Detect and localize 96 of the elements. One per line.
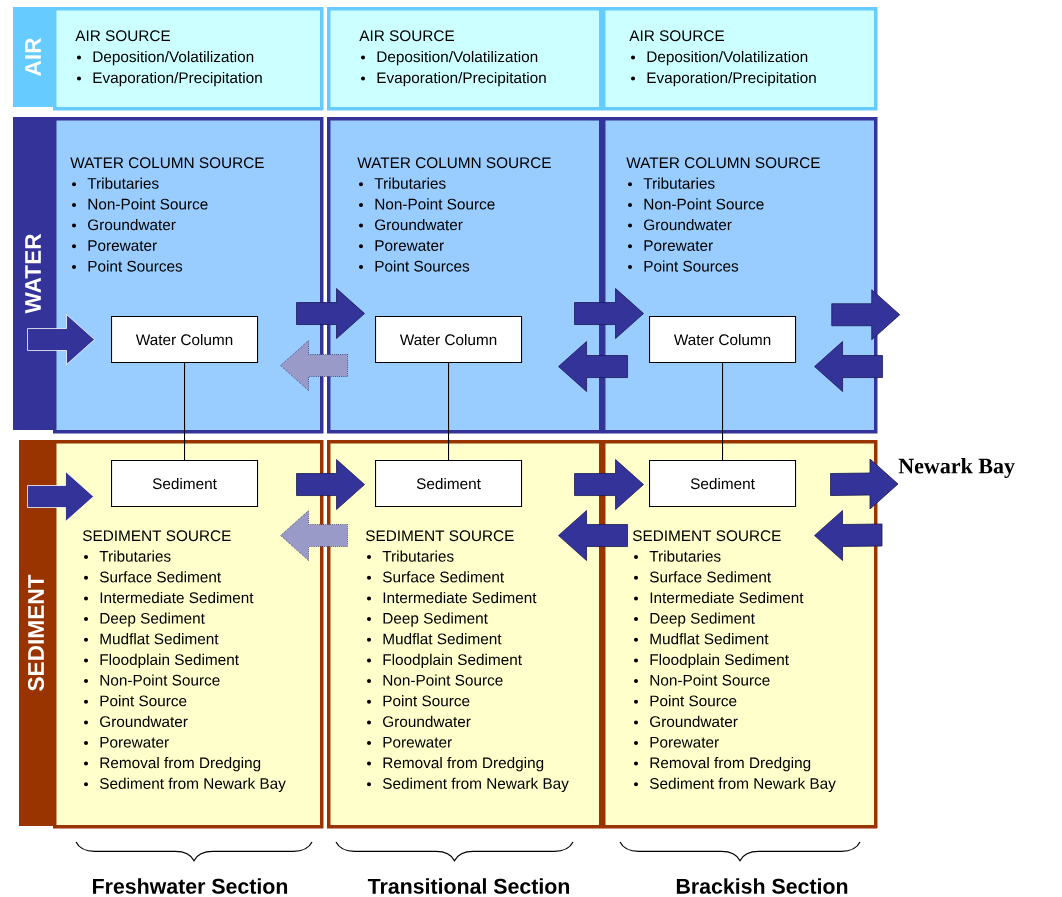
section-label: Transitional Section — [367, 878, 570, 894]
list-item: Tributaries — [367, 550, 454, 562]
block-arrow — [814, 341, 883, 392]
list-item: Groundwater — [72, 219, 176, 231]
list-item: Deep Sediment — [367, 612, 488, 627]
list-item: Intermediate Sediment — [634, 591, 804, 604]
section-label: Freshwater Section — [93, 878, 288, 894]
list-item: Porewater — [72, 240, 157, 251]
block-arrow — [574, 288, 644, 339]
list-item: Point Source — [634, 695, 737, 707]
list-item: Removal from Dredging — [367, 757, 544, 772]
list-item: Groundwater — [628, 219, 732, 231]
panel-heading: WATER COLUMN SOURCE — [70, 157, 264, 169]
block-arrow — [280, 340, 348, 391]
section-label: Brackish Section — [676, 878, 848, 894]
place-label: Newark Bay — [898, 458, 1015, 478]
list-item: Tributaries — [359, 177, 446, 189]
list-item: Surface Sediment — [84, 571, 221, 583]
list-item: Point Source — [84, 695, 187, 707]
process-box: Sediment — [649, 460, 797, 508]
list-item: Non-Point Source — [628, 198, 764, 210]
list-item: Point Source — [367, 695, 470, 707]
panel-heading: WATER COLUMN SOURCE — [357, 157, 551, 169]
list-item: Groundwater — [84, 715, 188, 728]
process-box: Water Column — [649, 316, 797, 364]
panel-heading: SEDIMENT SOURCE — [632, 530, 781, 542]
list-item: Groundwater — [367, 715, 471, 728]
list-item: Point Sources — [628, 260, 739, 272]
list-item: Point Sources — [72, 260, 183, 272]
list-item: Non-Point Source — [84, 674, 220, 686]
process-box: Sediment — [111, 460, 259, 508]
list-item: Porewater — [634, 736, 719, 748]
list-item: Sediment from Newark Bay — [367, 777, 569, 792]
process-box: Water Column — [111, 316, 259, 364]
list-item: Sediment from Newark Bay — [634, 777, 836, 792]
list-item: Deposition/Volatilization — [361, 50, 538, 66]
list-item: Surface Sediment — [367, 571, 504, 583]
panel-heading: SEDIMENT SOURCE — [365, 530, 514, 542]
panel-heading: WATER COLUMN SOURCE — [626, 157, 820, 169]
band-label: SEDIMENT — [19, 440, 53, 826]
list-item: Tributaries — [634, 550, 721, 562]
list-item: Mudflat Sediment — [84, 633, 219, 645]
list-item: Intermediate Sediment — [367, 591, 537, 604]
list-item: Deep Sediment — [84, 612, 205, 627]
list-item: Sediment from Newark Bay — [84, 777, 286, 792]
list-item: Point Sources — [359, 260, 470, 272]
list-item: Removal from Dredging — [84, 757, 261, 772]
list-item: Floodplain Sediment — [634, 653, 789, 669]
list-item: Deep Sediment — [634, 612, 755, 627]
list-item: Evaporation/Precipitation — [631, 71, 816, 87]
list-item: Non-Point Source — [634, 674, 770, 686]
process-box: Water Column — [375, 316, 523, 364]
list-item: Porewater — [367, 736, 452, 748]
list-item: Tributaries — [84, 550, 171, 562]
connector-line — [722, 362, 724, 461]
list-item: Floodplain Sediment — [367, 653, 522, 669]
block-arrow — [558, 510, 628, 561]
list-item: Tributaries — [72, 177, 159, 189]
block-arrow — [27, 314, 95, 365]
list-item: Removal from Dredging — [634, 757, 811, 772]
list-item: Non-Point Source — [359, 198, 495, 210]
list-item: Non-Point Source — [367, 674, 503, 686]
list-item: Floodplain Sediment — [84, 653, 239, 669]
panel-heading: AIR SOURCE — [629, 30, 724, 42]
list-item: Intermediate Sediment — [84, 591, 254, 604]
band-label: AIR — [13, 7, 53, 107]
list-item: Surface Sediment — [634, 571, 771, 583]
list-item: Porewater — [628, 240, 713, 251]
list-item: Deposition/Volatilization — [631, 50, 808, 66]
list-item: Non-Point Source — [72, 198, 208, 210]
list-item: Evaporation/Precipitation — [361, 71, 546, 87]
list-item: Groundwater — [634, 715, 738, 728]
block-arrow — [830, 458, 899, 510]
list-item: Porewater — [84, 736, 169, 748]
panel-heading: AIR SOURCE — [75, 30, 170, 42]
block-arrow — [574, 459, 644, 510]
block-arrow — [27, 471, 94, 522]
block-arrow — [296, 459, 365, 510]
block-arrow — [558, 341, 628, 392]
list-item: Groundwater — [359, 219, 463, 231]
list-item: Mudflat Sediment — [634, 633, 769, 645]
list-item: Porewater — [359, 240, 444, 251]
block-arrow — [280, 510, 348, 561]
list-item: Evaporation/Precipitation — [77, 71, 262, 87]
band-label: WATER — [13, 117, 53, 430]
list-item: Tributaries — [628, 177, 715, 189]
list-item: Mudflat Sediment — [367, 633, 502, 645]
process-box: Sediment — [375, 460, 523, 508]
block-arrow — [831, 289, 901, 341]
connector-line — [448, 362, 450, 461]
panel-heading: AIR SOURCE — [359, 30, 454, 42]
panel-heading: SEDIMENT SOURCE — [82, 530, 231, 542]
list-item: Deposition/Volatilization — [77, 50, 254, 66]
connector-line — [184, 362, 186, 461]
block-arrow — [296, 288, 365, 339]
block-arrow — [814, 510, 883, 561]
